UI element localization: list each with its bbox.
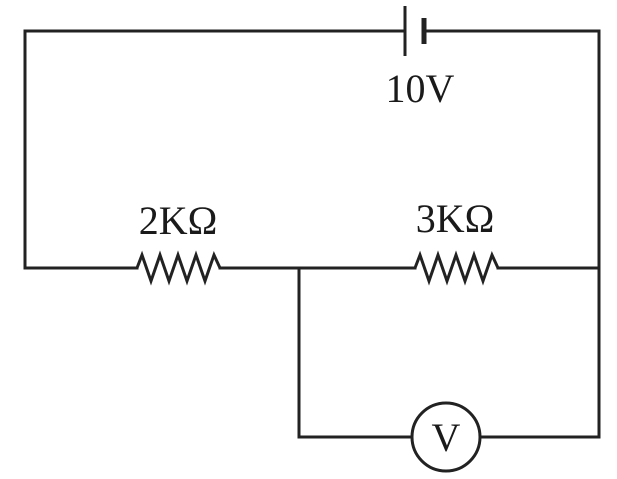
resistor-2k-label: 2KΩ xyxy=(139,198,218,243)
resistor-3k-zigzag xyxy=(413,250,500,286)
voltmeter-circle xyxy=(410,401,482,473)
wire-voltmeter-branch xyxy=(297,266,414,439)
battery-cell xyxy=(403,6,427,56)
wire-top-left xyxy=(23,29,407,270)
circuit-wires xyxy=(23,29,601,439)
resistor-3k xyxy=(413,250,500,286)
wire-top-right xyxy=(422,29,601,439)
voltmeter: V xyxy=(410,401,482,473)
resistor-3k-label: 3KΩ xyxy=(416,196,495,241)
resistor-2k xyxy=(135,250,222,286)
resistor-2k-zigzag xyxy=(135,250,222,286)
voltmeter-symbol: V xyxy=(432,415,461,460)
battery-label: 10V xyxy=(386,66,455,111)
